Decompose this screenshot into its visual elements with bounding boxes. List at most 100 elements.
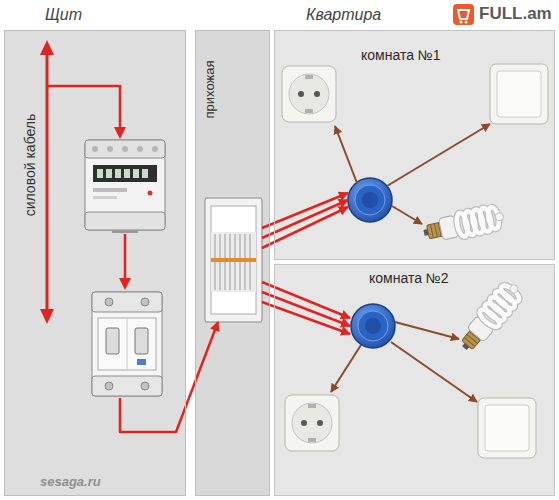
distribution-board xyxy=(211,232,256,292)
wall-socket xyxy=(285,395,339,451)
wall-socket xyxy=(308,438,316,442)
branch-wire xyxy=(335,124,490,224)
junction-box xyxy=(348,178,392,222)
feed-wire xyxy=(47,86,126,139)
branch-wire xyxy=(331,322,477,402)
feed-wire xyxy=(119,278,131,290)
circuit-breaker xyxy=(106,328,119,354)
junction-box xyxy=(365,318,381,334)
feed-wire xyxy=(124,234,127,280)
circuit-breaker xyxy=(135,328,148,354)
watermark: sesaga.ru xyxy=(40,474,101,489)
electric-meter xyxy=(93,188,127,192)
room-panel: комната №2 xyxy=(274,264,555,496)
panel-heading: Щит xyxy=(45,6,82,24)
power-wire xyxy=(262,282,350,318)
logo-icon xyxy=(465,21,468,24)
distribution-board xyxy=(205,198,262,322)
wall-socket xyxy=(317,420,323,426)
circuit-breaker xyxy=(141,382,149,390)
electric-meter xyxy=(106,169,112,178)
wall-socket xyxy=(314,91,320,97)
circuit-breaker xyxy=(92,376,162,396)
power-cable-arrow xyxy=(40,40,54,55)
panel-fill xyxy=(195,30,270,496)
wall-socket xyxy=(285,395,339,451)
electric-meter xyxy=(133,169,139,178)
branch-wire xyxy=(391,342,477,402)
power-wire xyxy=(262,302,350,334)
panel-fill xyxy=(274,30,555,260)
distribution-board xyxy=(205,198,262,322)
electric-meter xyxy=(97,169,103,178)
light-switch xyxy=(478,398,536,458)
light-switch xyxy=(478,398,536,458)
lamp-bulb xyxy=(464,337,475,346)
light-switch xyxy=(490,64,548,124)
electric-meter xyxy=(142,169,148,178)
power-wire xyxy=(120,322,218,432)
lamp-bulb xyxy=(498,283,521,305)
branch-wire xyxy=(331,345,361,392)
electric-meter xyxy=(85,140,165,230)
hallway-panel: прихожая xyxy=(195,30,270,496)
circuit-breaker xyxy=(92,292,162,396)
power-wire xyxy=(262,292,350,326)
electric-meter xyxy=(137,146,143,152)
power-cable-arrow xyxy=(40,309,54,324)
branch-wire xyxy=(387,124,490,186)
electric-meter xyxy=(85,140,165,233)
branch-wire xyxy=(392,206,422,224)
lamp-bulb xyxy=(495,212,504,221)
wall-socket xyxy=(308,404,316,408)
panel-fill xyxy=(4,30,186,496)
feed-wire xyxy=(119,234,131,290)
logo-icon xyxy=(453,4,474,25)
circuit-breaker xyxy=(92,292,162,312)
light-switch xyxy=(497,71,541,117)
lamp-bulb xyxy=(430,224,433,238)
apartment-region: Квартираприхожаякомната №1комната №2 xyxy=(193,30,555,496)
distribution-board xyxy=(211,258,256,262)
room-name: комната №1 xyxy=(361,47,441,63)
logo-icon xyxy=(460,21,463,24)
lamp-bulb xyxy=(508,283,519,294)
circuit-breaker xyxy=(137,359,146,365)
electric-meter xyxy=(85,212,165,230)
wall-socket xyxy=(282,66,336,122)
wall-socket xyxy=(289,74,329,114)
electric-meter xyxy=(115,169,121,178)
room-name: прихожая xyxy=(202,60,217,118)
electric-meter xyxy=(122,146,128,152)
logo-icon xyxy=(453,4,474,25)
wall-socket xyxy=(298,91,304,97)
logo-icon xyxy=(458,10,469,19)
circuit-breaker xyxy=(98,318,156,370)
wall-socket xyxy=(301,420,307,426)
electric-meter xyxy=(112,230,138,233)
electric-meter xyxy=(93,165,157,182)
watermark-logo: FULL.am xyxy=(479,4,552,24)
lamp-bulb xyxy=(455,278,525,355)
electric-meter xyxy=(85,140,165,158)
switchboard-panel: Щит xyxy=(4,30,186,496)
feed-wire xyxy=(47,86,120,128)
electric-meter xyxy=(92,146,98,152)
panel-fill xyxy=(274,264,555,496)
electric-meter xyxy=(148,191,153,196)
circuit-breaker xyxy=(105,298,113,306)
wall-socket xyxy=(305,75,313,79)
circuit-breaker xyxy=(105,382,113,390)
junction-box xyxy=(351,304,395,348)
circuit-breaker xyxy=(141,298,149,306)
junction-box xyxy=(362,192,378,208)
branch-wire xyxy=(395,322,459,339)
junction-box xyxy=(348,178,392,222)
circuit-breaker xyxy=(127,318,128,370)
feed-wire xyxy=(114,127,126,139)
